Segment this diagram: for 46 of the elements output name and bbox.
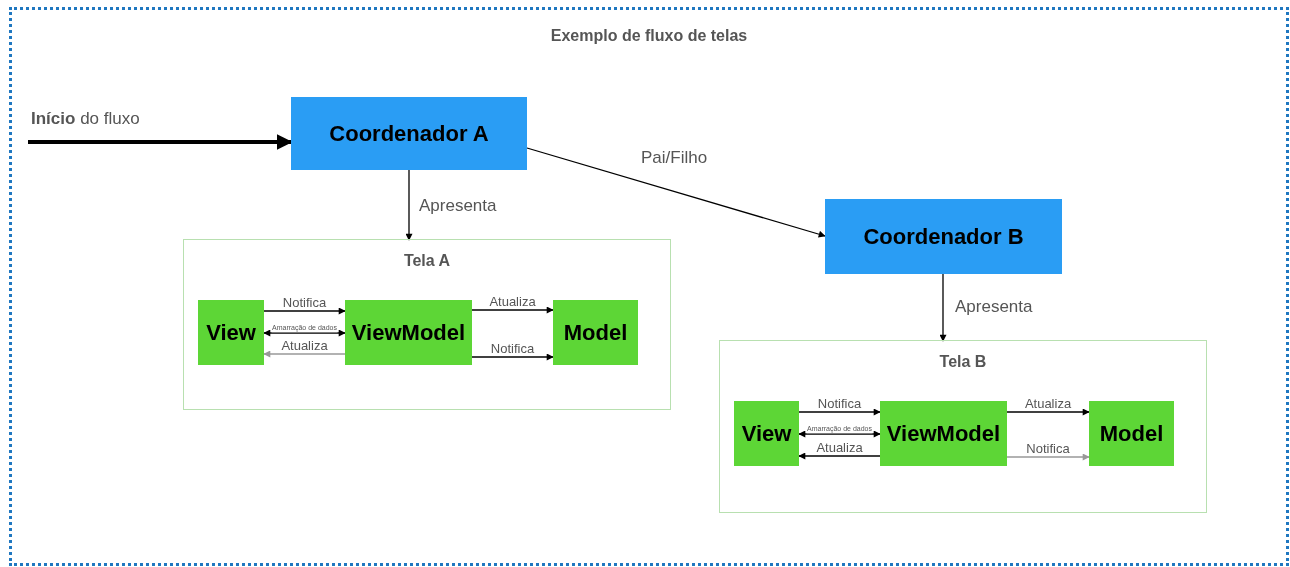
component-box [1089,401,1174,466]
arrow [405,169,413,241]
box-label: Coordenador A [329,120,489,147]
edge-label: Notifica [489,341,536,356]
screen-panel [720,341,1206,512]
edge-label: Apresenta [418,197,498,216]
arrow [798,430,881,438]
arrow [263,350,346,358]
component-box [345,300,472,365]
edge-label: Notifica [816,396,863,411]
box-label: ViewModel [351,319,466,346]
arrow [28,134,293,150]
arrow [798,408,881,416]
component-box [734,401,799,466]
arrow [471,306,554,314]
edge-label: Notifica [1025,441,1071,456]
box-label: ViewModel [886,420,1001,447]
arrow [798,452,881,460]
arrow [1006,408,1090,416]
arrow [471,353,554,361]
component-box [880,401,1007,466]
box-label: View [206,319,256,346]
edge-label: Notifica [281,295,328,310]
component-box [553,300,638,365]
edge-label: Atualiza [280,338,329,353]
edge-label: Apresenta [954,298,1034,317]
box-label: Coordenador B [863,223,1024,250]
edge-label: Atualiza [488,294,537,309]
coordinator-box [291,97,527,170]
arrow [263,307,346,315]
panel-title: Tela B [939,353,987,371]
arrow [263,329,346,337]
component-box [198,300,264,365]
arrow [1006,453,1090,461]
edge-label: Atualiza [1023,396,1073,411]
panel-title: Tela A [403,252,451,270]
coordinator-box [825,199,1062,274]
screen-panel [184,240,670,409]
panel-title: Exemplo de fluxo de telas [550,27,748,45]
box-label: View [741,420,792,447]
box-label: Model [1099,420,1164,447]
arrow [526,147,826,238]
box-label: Model [563,319,628,346]
arrow [939,273,947,342]
diagram-frame [12,10,1286,563]
edge-label: Atualiza [815,440,864,455]
